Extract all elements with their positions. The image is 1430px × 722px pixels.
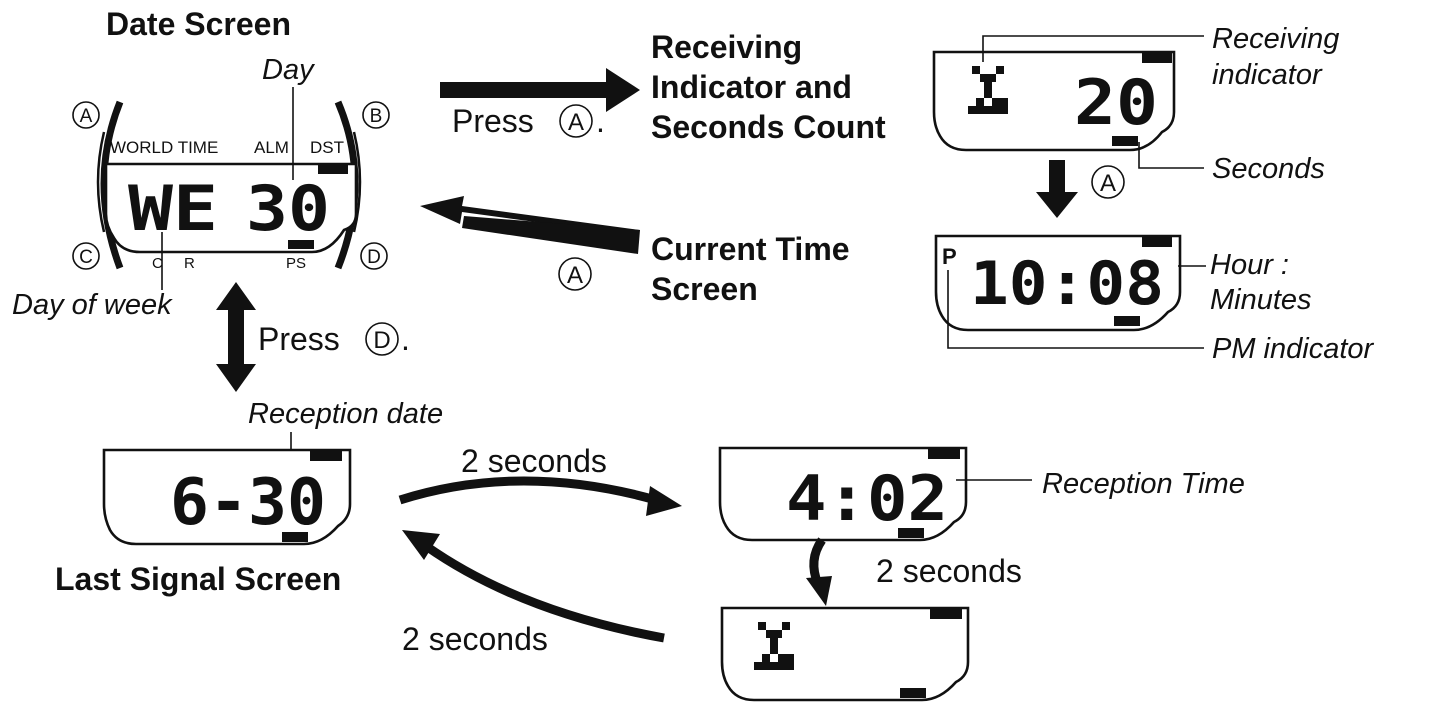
marking-dst: DST [310, 138, 344, 157]
leader-seconds [1138, 142, 1204, 169]
current-time-display [934, 234, 1182, 332]
arrow-down-a [1036, 160, 1078, 218]
svg-text:D: D [367, 247, 381, 268]
label-pm-indicator: PM indicator [1212, 333, 1375, 365]
label-receiving-line-2: indicator [1212, 59, 1323, 91]
svg-text:B: B [370, 106, 383, 127]
arrow-press-d [216, 282, 256, 392]
button-c-icon: C [72, 242, 100, 270]
display-seconds: 20 [1074, 66, 1158, 139]
label-hour-minutes-line-1: Hour : [1210, 249, 1289, 281]
label-day: Day [262, 54, 315, 86]
display-reception-date: 6-30 [170, 466, 326, 540]
button-d-icon: D [360, 242, 388, 270]
two-seconds-bottom: 2 seconds [402, 621, 548, 657]
pm-indicator: P [942, 244, 957, 269]
marking-r: R [184, 255, 195, 272]
marking-alm: ALM [254, 138, 289, 157]
label-day-of-week: Day of week [12, 289, 173, 321]
display-day: 30 [246, 172, 330, 245]
date-screen-title: Date Screen [106, 6, 291, 42]
svg-text:A: A [1100, 170, 1116, 197]
arrow-back-to-last-signal [423, 542, 665, 643]
current-time-title-line-1: Current Time [651, 231, 850, 267]
antenna-icon-small [754, 622, 794, 670]
svg-text:D: D [373, 327, 390, 354]
label-seconds: Seconds [1212, 153, 1325, 185]
display-reception-time: 4:02 [786, 462, 948, 535]
label-reception-time: Reception Time [1042, 468, 1245, 500]
receiving-icon-display [720, 606, 970, 702]
button-b-icon: B [362, 101, 390, 129]
two-seconds-top: 2 seconds [461, 443, 607, 479]
press-a-text: Press [452, 103, 534, 139]
button-a-icon: A [72, 101, 100, 129]
press-d-text: Press [258, 321, 340, 357]
svg-text:A: A [568, 109, 584, 136]
press-a-button-icon: A [559, 104, 593, 138]
display-time: 10:08 [970, 249, 1164, 319]
press-d-period: . [401, 321, 410, 357]
svg-text:A: A [80, 106, 93, 127]
receiving-title-line-1: Receiving [651, 29, 802, 65]
down-a-button-icon: A [1091, 165, 1125, 199]
leader-receiving-indicator [982, 35, 1204, 62]
receiving-title-line-2: Indicator and [651, 69, 852, 105]
arrow-press-a [440, 68, 640, 112]
antenna-icon [968, 66, 1008, 114]
marking-ps: PS [286, 255, 306, 272]
receiving-title-line-3: Seconds Count [651, 109, 886, 145]
reception-time-display [718, 446, 968, 542]
label-reception-date: Reception date [248, 398, 443, 430]
display-day-of-week: WE [128, 172, 218, 245]
back-a-button-icon: A [558, 257, 592, 291]
svg-text:C: C [79, 247, 93, 268]
last-signal-date-display [102, 448, 352, 546]
leader-pm-indicator [947, 270, 1204, 349]
press-d-button-icon: D [365, 322, 399, 356]
last-signal-title: Last Signal Screen [55, 561, 341, 597]
arrow-to-reception-time [398, 476, 658, 505]
current-time-title-line-2: Screen [651, 271, 758, 307]
marking-world-time: WORLD TIME [110, 138, 218, 157]
press-a-period: . [596, 103, 605, 139]
svg-text:A: A [567, 262, 583, 289]
marking-c: C [152, 255, 163, 272]
label-receiving-line-1: Receiving [1212, 23, 1339, 55]
label-hour-minutes-line-2: Minutes [1210, 284, 1312, 316]
two-seconds-right: 2 seconds [876, 553, 1022, 589]
watch-case [96, 100, 362, 270]
